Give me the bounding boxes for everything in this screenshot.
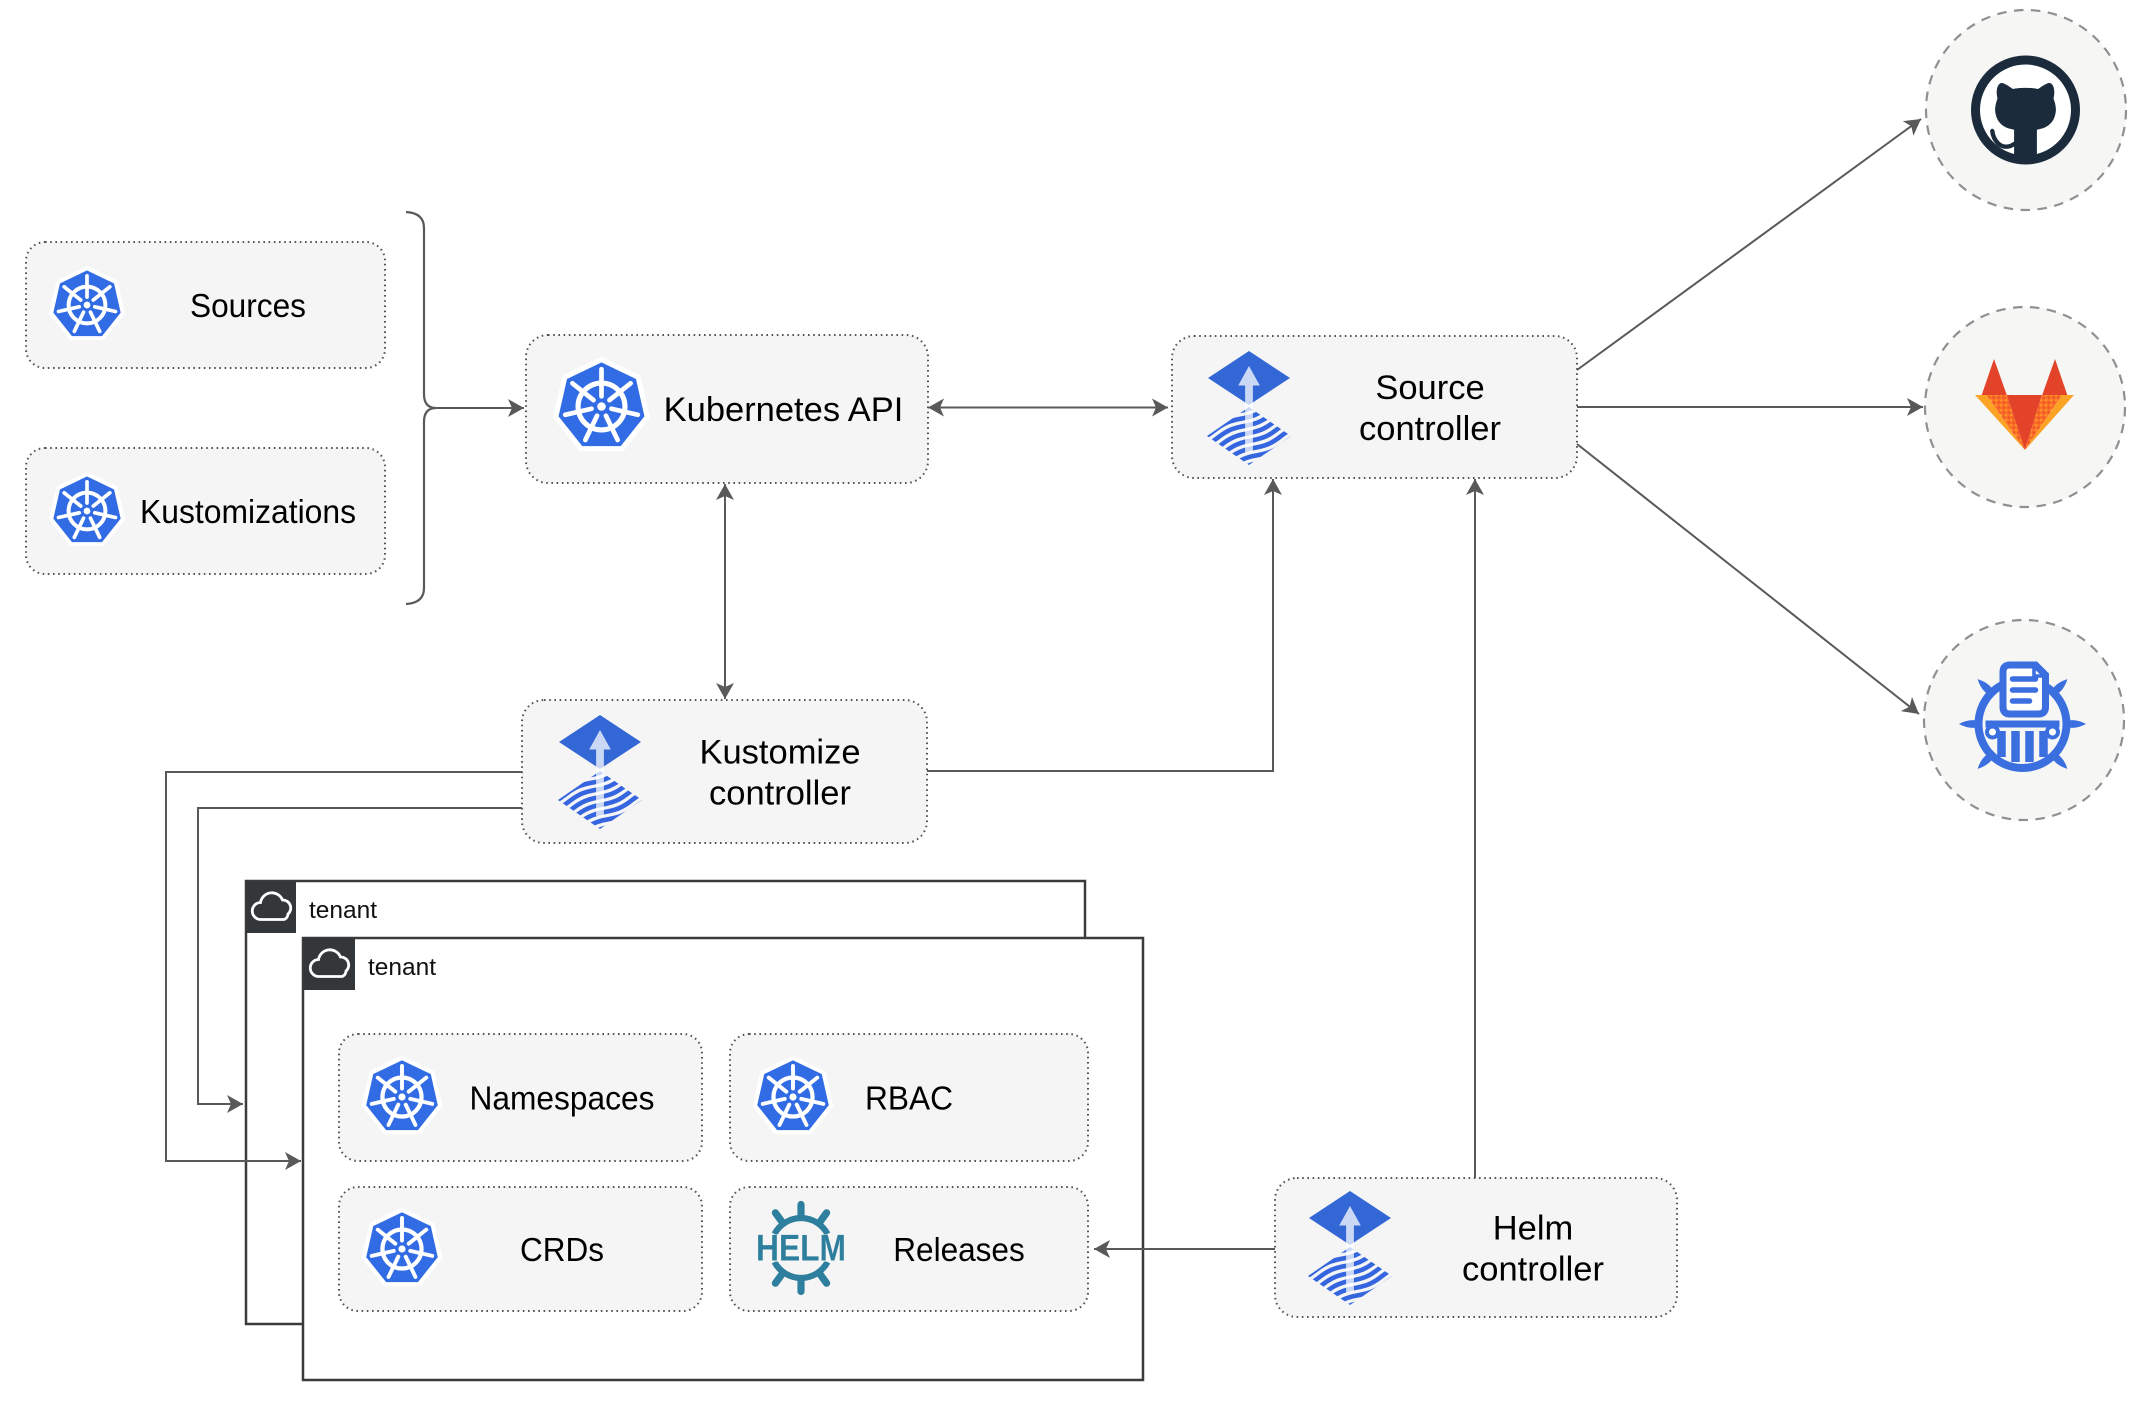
svg-text:CRDs: CRDs [520,1231,604,1268]
svg-text:tenant: tenant [368,954,436,981]
svg-text:Sources: Sources [190,287,306,324]
svg-text:controller: controller [1462,1251,1604,1289]
svg-text:Releases: Releases [893,1231,1025,1268]
svg-text:controller: controller [1359,410,1501,448]
svg-text:tenant: tenant [309,897,377,924]
svg-text:Kustomize: Kustomize [699,734,860,772]
svg-text:Source: Source [1375,369,1484,407]
svg-text:Kubernetes API: Kubernetes API [664,391,904,429]
svg-text:controller: controller [709,775,851,813]
svg-text:Namespaces: Namespaces [470,1080,655,1117]
svg-text:HELM: HELM [756,1228,846,1269]
svg-text:Helm: Helm [1493,1210,1574,1248]
svg-text:Kustomizations: Kustomizations [140,493,356,530]
svg-text:RBAC: RBAC [865,1080,953,1117]
